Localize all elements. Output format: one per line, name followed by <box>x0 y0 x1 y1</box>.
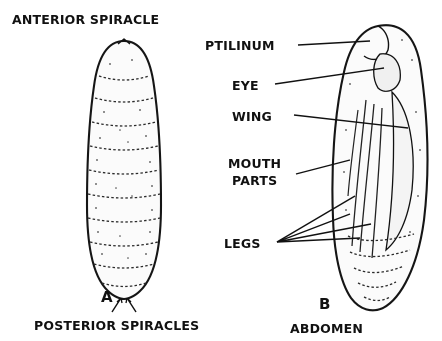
panel-b-letter: B <box>319 295 331 313</box>
label-wing: WING <box>232 109 272 124</box>
label-parts: PARTS <box>232 173 277 188</box>
panel-a-puparium: ANTERIOR SPIRACLE A POSTERIOR SPIRACLES <box>12 12 199 333</box>
label-anterior-spiracle: ANTERIOR SPIRACLE <box>12 12 159 27</box>
label-legs: LEGS <box>224 236 261 251</box>
label-posterior-spiracles: POSTERIOR SPIRACLES <box>34 318 199 333</box>
panel-b-pupa: PTILINUM EYE WING MOUTH PARTS LEGS B ABD… <box>205 25 428 336</box>
label-ptilinum: PTILINUM <box>205 38 275 53</box>
label-eye: EYE <box>232 78 259 93</box>
panel-a-letter: A <box>101 288 113 306</box>
label-mouth: MOUTH <box>228 156 281 171</box>
label-abdomen: ABDOMEN <box>290 321 363 336</box>
